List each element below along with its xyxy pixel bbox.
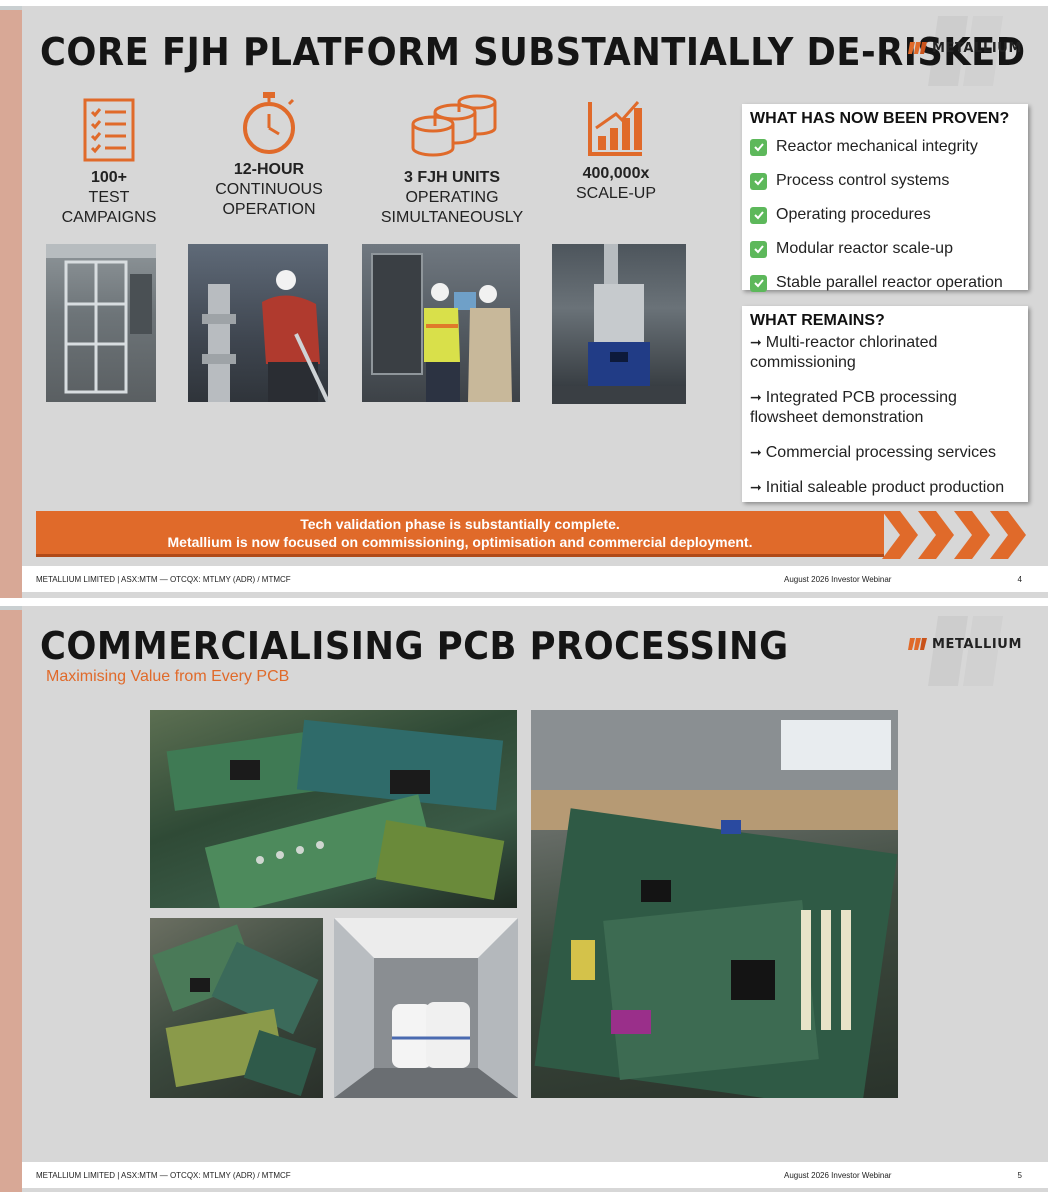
arrow-right-icon: ➞ <box>750 389 762 405</box>
arrow-right-icon: ➞ <box>750 334 762 350</box>
footer-company: METALLIUM LIMITED | ASX:MTM — OTCQX: MTL… <box>36 575 291 584</box>
remains-heading: WHAT REMAINS? <box>750 312 885 329</box>
arrow-right-icon: ➞ <box>750 479 762 495</box>
stat-continuous-operation: 12-HOUR CONTINUOUS OPERATION <box>205 90 333 220</box>
photo-modular-reactor <box>552 244 686 404</box>
page-number: 4 <box>1017 575 1022 584</box>
stopwatch-icon <box>243 92 295 154</box>
photo-workers-control-panel <box>362 244 520 402</box>
proven-heading: WHAT HAS NOW BEEN PROVEN? <box>750 110 1010 127</box>
proven-item: Stable parallel reactor operation <box>750 266 1020 300</box>
photo-pcb-pile <box>150 710 517 908</box>
metallium-logo: METALLIUM <box>907 40 1022 56</box>
page-number: 5 <box>1017 1171 1022 1180</box>
footer-event: August 2026 Investor Webinar <box>784 575 892 584</box>
slide-core-fjh-platform: CORE FJH PLATFORM SUBSTANTIALLY DE-RISKE… <box>0 6 1048 598</box>
remains-panel: WHAT REMAINS? ➞Multi-reactor chlorinated… <box>742 306 1028 502</box>
metallium-logo-icon <box>907 42 927 54</box>
arrow-right-icon: ➞ <box>750 444 762 460</box>
chevron-arrows-icon <box>882 511 1026 559</box>
proven-panel: WHAT HAS NOW BEEN PROVEN? Reactor mechan… <box>742 104 1028 292</box>
stat-fjh-units: 3 FJH UNITS OPERATING SIMULTANEOUSLY <box>370 94 534 228</box>
check-icon <box>750 206 767 224</box>
remains-item: ➞Multi-reactor chlorinated commissioning <box>750 334 938 371</box>
stat-test-campaigns: 100+ TEST CAMPAIGNS <box>40 98 178 228</box>
check-icon <box>750 274 767 292</box>
proven-item: Reactor mechanical integrity <box>750 130 1020 164</box>
side-accent-bar <box>0 606 22 1192</box>
metallium-logo-icon <box>907 638 927 650</box>
banner-shadow <box>36 554 884 557</box>
remains-item: ➞Initial saleable product production <box>750 479 1005 496</box>
slide-commercialising-pcb: COMMERCIALISING PCB PROCESSING Maximisin… <box>0 606 1048 1192</box>
checklist-icon <box>83 98 135 162</box>
proven-item: Process control systems <box>750 164 1020 198</box>
slide-footer: METALLIUM LIMITED | ASX:MTM — OTCQX: MTL… <box>22 566 1048 592</box>
growth-chart-icon <box>588 101 642 156</box>
page-title: COMMERCIALISING PCB PROCESSING <box>40 624 789 668</box>
metallium-logo: METALLIUM <box>907 636 1022 652</box>
side-accent-bar <box>0 6 22 598</box>
footer-event: August 2026 Investor Webinar <box>784 1171 892 1180</box>
proven-item: Operating procedures <box>750 198 1020 232</box>
check-icon <box>750 240 767 258</box>
check-icon <box>750 172 767 190</box>
photo-pcb-scrap <box>150 918 323 1098</box>
photo-reactor-frame <box>46 244 156 402</box>
slide-footer: METALLIUM LIMITED | ASX:MTM — OTCQX: MTL… <box>22 1162 1048 1188</box>
remains-item: ➞Commercial processing services <box>750 444 997 461</box>
photo-truck-bulk-bags <box>334 918 518 1098</box>
page-subtitle: Maximising Value from Every PCB <box>46 668 290 685</box>
remains-item: ➞Integrated PCB processing flowsheet dem… <box>750 389 957 426</box>
stat-scale-up: 400,000x SCALE-UP <box>560 98 672 204</box>
proven-item: Modular reactor scale-up <box>750 232 1020 266</box>
logo-watermark <box>928 16 1003 86</box>
logo-watermark <box>928 616 1003 686</box>
footer-company: METALLIUM LIMITED | ASX:MTM — OTCQX: MTL… <box>36 1171 291 1180</box>
page-title: CORE FJH PLATFORM SUBSTANTIALLY DE-RISKE… <box>40 30 1026 74</box>
summary-banner: Tech validation phase is substantially c… <box>36 511 884 555</box>
check-icon <box>750 138 767 156</box>
photo-worker-reactor <box>188 244 328 402</box>
stacked-units-icon <box>411 94 497 157</box>
photo-motherboards <box>531 710 898 1098</box>
